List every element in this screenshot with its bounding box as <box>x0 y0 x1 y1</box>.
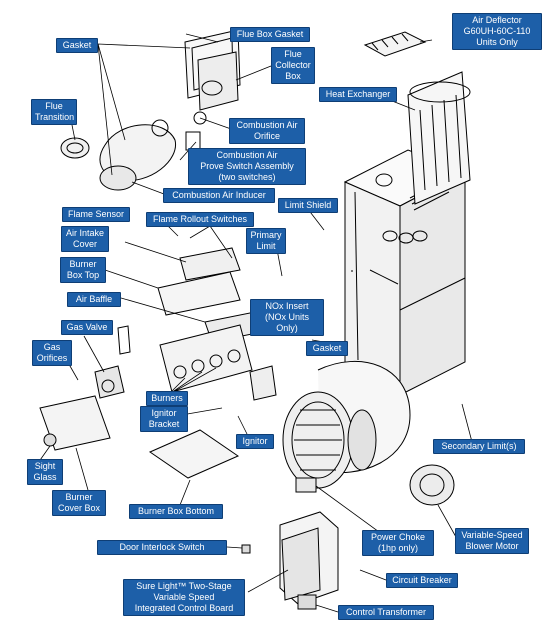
label-prove-switch-assembly: Combustion Air Prove Switch Assembly (tw… <box>188 148 306 185</box>
burner-box-bottom-part <box>148 429 240 479</box>
label-gasket-mid: Gasket <box>306 341 348 356</box>
label-door-interlock-switch: Door Interlock Switch <box>97 540 227 555</box>
label-flame-sensor: Flame Sensor <box>62 207 130 222</box>
label-limit-shield: Limit Shield <box>278 198 338 213</box>
label-burner-cover-box: Burner Cover Box <box>52 490 106 516</box>
gas-valve-part <box>39 365 125 451</box>
label-primary-limit: Primary Limit <box>246 228 286 254</box>
label-burner-box-bottom: Burner Box Bottom <box>129 504 223 519</box>
label-power-choke: Power Choke (1hp only) <box>362 530 434 556</box>
label-secondary-limits: Secondary Limit(s) <box>433 439 525 454</box>
label-ignitor-bracket: Ignitor Bracket <box>140 406 188 432</box>
label-heat-exchanger: Heat Exchanger <box>319 87 397 102</box>
label-combustion-air-orifice: Combustion Air Orifice <box>229 118 305 144</box>
label-flue-box-gasket: Flue Box Gasket <box>230 27 310 42</box>
label-flue-collector-box: Flue Collector Box <box>271 47 315 84</box>
blower-part <box>282 360 455 506</box>
label-gasket-top: Gasket <box>56 38 98 53</box>
label-burners: Burners <box>146 391 188 406</box>
label-air-intake-cover: Air Intake Cover <box>61 226 109 252</box>
label-air-baffle: Air Baffle <box>67 292 121 307</box>
label-gas-orifices: Gas Orifices <box>32 340 72 366</box>
label-circuit-breaker: Circuit Breaker <box>386 573 458 588</box>
combustion-air-inducer-part <box>60 111 207 191</box>
label-gas-valve: Gas Valve <box>61 320 113 335</box>
label-burner-box-top: Burner Box Top <box>60 257 106 283</box>
label-air-deflector: Air Deflector G60UH-60C-110 Units Only <box>452 13 542 50</box>
burner-box-part <box>117 247 283 401</box>
label-control-transformer: Control Transformer <box>338 605 434 620</box>
label-nox-insert: NOx Insert (NOx Units Only) <box>250 299 324 336</box>
label-flame-rollout-switches: Flame Rollout Switches <box>146 212 254 227</box>
label-ignitor: Ignitor <box>236 434 274 449</box>
label-blower-motor: Variable-Speed Blower Motor <box>455 528 529 554</box>
label-combustion-air-inducer: Combustion Air Inducer <box>163 188 275 203</box>
heat-exchanger-part <box>407 71 471 205</box>
air-deflector-part <box>363 31 427 57</box>
label-flue-transition: Flue Transition <box>31 99 77 125</box>
control-board-part <box>241 511 339 610</box>
furnace-cabinet-part <box>343 149 467 396</box>
flue-collector-box-part <box>184 29 241 111</box>
label-control-board: Sure Light™ Two-Stage Variable Speed Int… <box>123 579 245 616</box>
label-sight-glass: Sight Glass <box>27 459 63 485</box>
